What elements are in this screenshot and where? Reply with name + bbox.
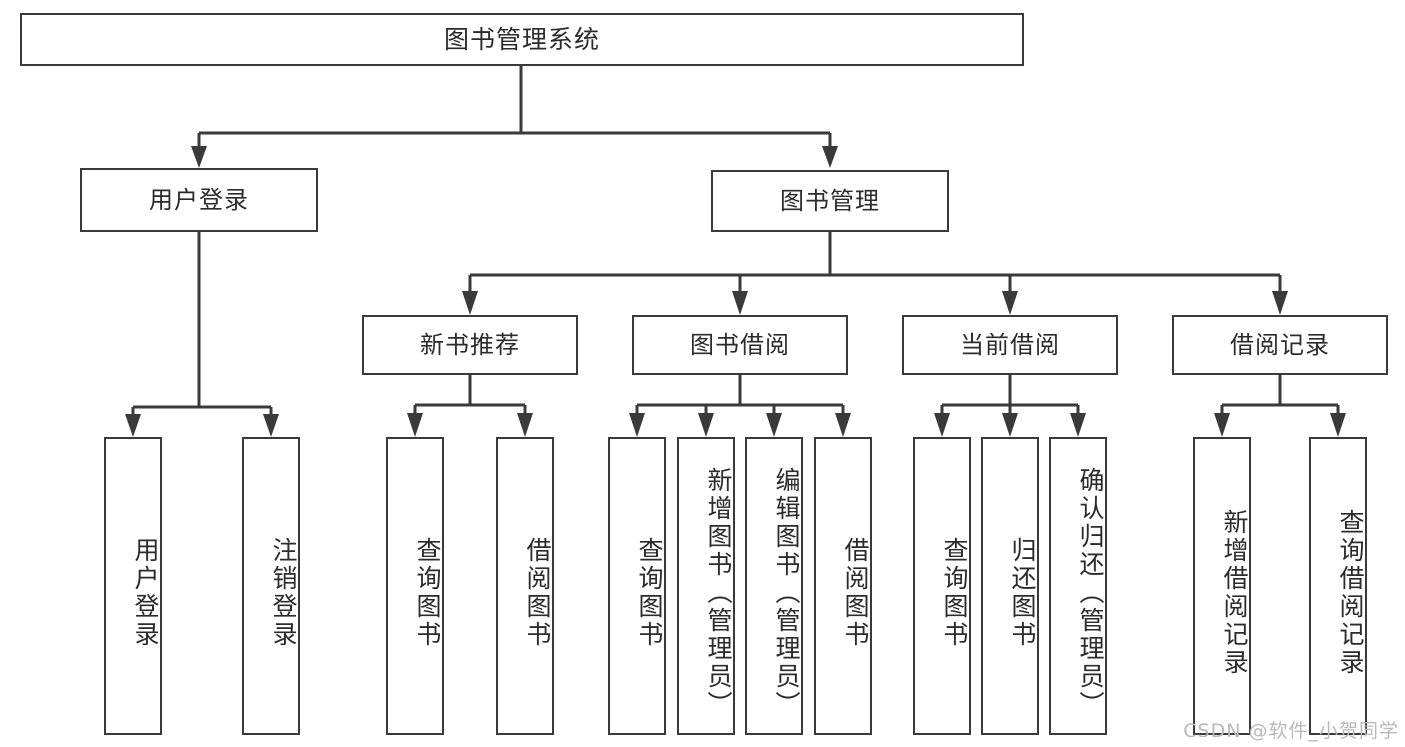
- node-label: 查询图书: [940, 537, 969, 649]
- node-label: 图书管理系统: [443, 24, 600, 54]
- node-label: 新增图书（管理员）: [704, 467, 733, 719]
- node-label: 用户登录: [131, 537, 160, 649]
- node-label: 查询图书: [413, 537, 442, 649]
- node-label: 注销登录: [269, 537, 298, 649]
- node-label: 借阅记录: [1230, 330, 1330, 359]
- node-label: 借阅图书: [841, 537, 870, 649]
- node-label: 用户登录: [149, 185, 249, 214]
- node-label: 归还图书: [1008, 537, 1037, 649]
- node-label: 编辑图书（管理员）: [772, 467, 801, 719]
- node-label: 查询借阅记录: [1336, 509, 1365, 677]
- leaf-user-logout[interactable]: 注销登录: [242, 437, 300, 735]
- leaf-query-book-borrow[interactable]: 查询图书: [608, 437, 666, 735]
- node-label: 图书管理: [780, 186, 880, 215]
- leaf-edit-book-admin[interactable]: 编辑图书（管理员）: [745, 437, 803, 735]
- leaf-query-book-recommend[interactable]: 查询图书: [386, 437, 444, 735]
- leaf-add-book-admin[interactable]: 新增图书（管理员）: [677, 437, 735, 735]
- node-borrow-record[interactable]: 借阅记录: [1172, 315, 1388, 375]
- leaf-borrow-book-recommend[interactable]: 借阅图书: [496, 437, 554, 735]
- csdn-watermark: CSDN @软件_小贺同学: [1183, 720, 1399, 742]
- leaf-user-login[interactable]: 用户登录: [104, 437, 162, 735]
- node-label: 新增借阅记录: [1220, 509, 1249, 677]
- leaf-return-book[interactable]: 归还图书: [981, 437, 1039, 735]
- node-label: 新书推荐: [420, 330, 520, 359]
- node-label: 图书借阅: [690, 330, 790, 359]
- leaf-query-borrow-record[interactable]: 查询借阅记录: [1309, 437, 1367, 735]
- node-current-borrow[interactable]: 当前借阅: [902, 315, 1118, 375]
- node-user-login[interactable]: 用户登录: [80, 168, 318, 232]
- node-book-borrow[interactable]: 图书借阅: [632, 315, 848, 375]
- node-root-system[interactable]: 图书管理系统: [20, 13, 1024, 66]
- leaf-add-borrow-record[interactable]: 新增借阅记录: [1193, 437, 1251, 735]
- leaf-borrow-book[interactable]: 借阅图书: [814, 437, 872, 735]
- node-label: 借阅图书: [523, 537, 552, 649]
- node-label: 当前借阅: [960, 330, 1060, 359]
- leaf-confirm-return-admin[interactable]: 确认归还（管理员）: [1049, 437, 1107, 735]
- node-book-management[interactable]: 图书管理: [711, 170, 949, 232]
- leaf-query-book-current[interactable]: 查询图书: [913, 437, 971, 735]
- node-label: 查询图书: [635, 537, 664, 649]
- node-label: 确认归还（管理员）: [1076, 467, 1105, 719]
- node-new-book-recommend[interactable]: 新书推荐: [362, 315, 578, 375]
